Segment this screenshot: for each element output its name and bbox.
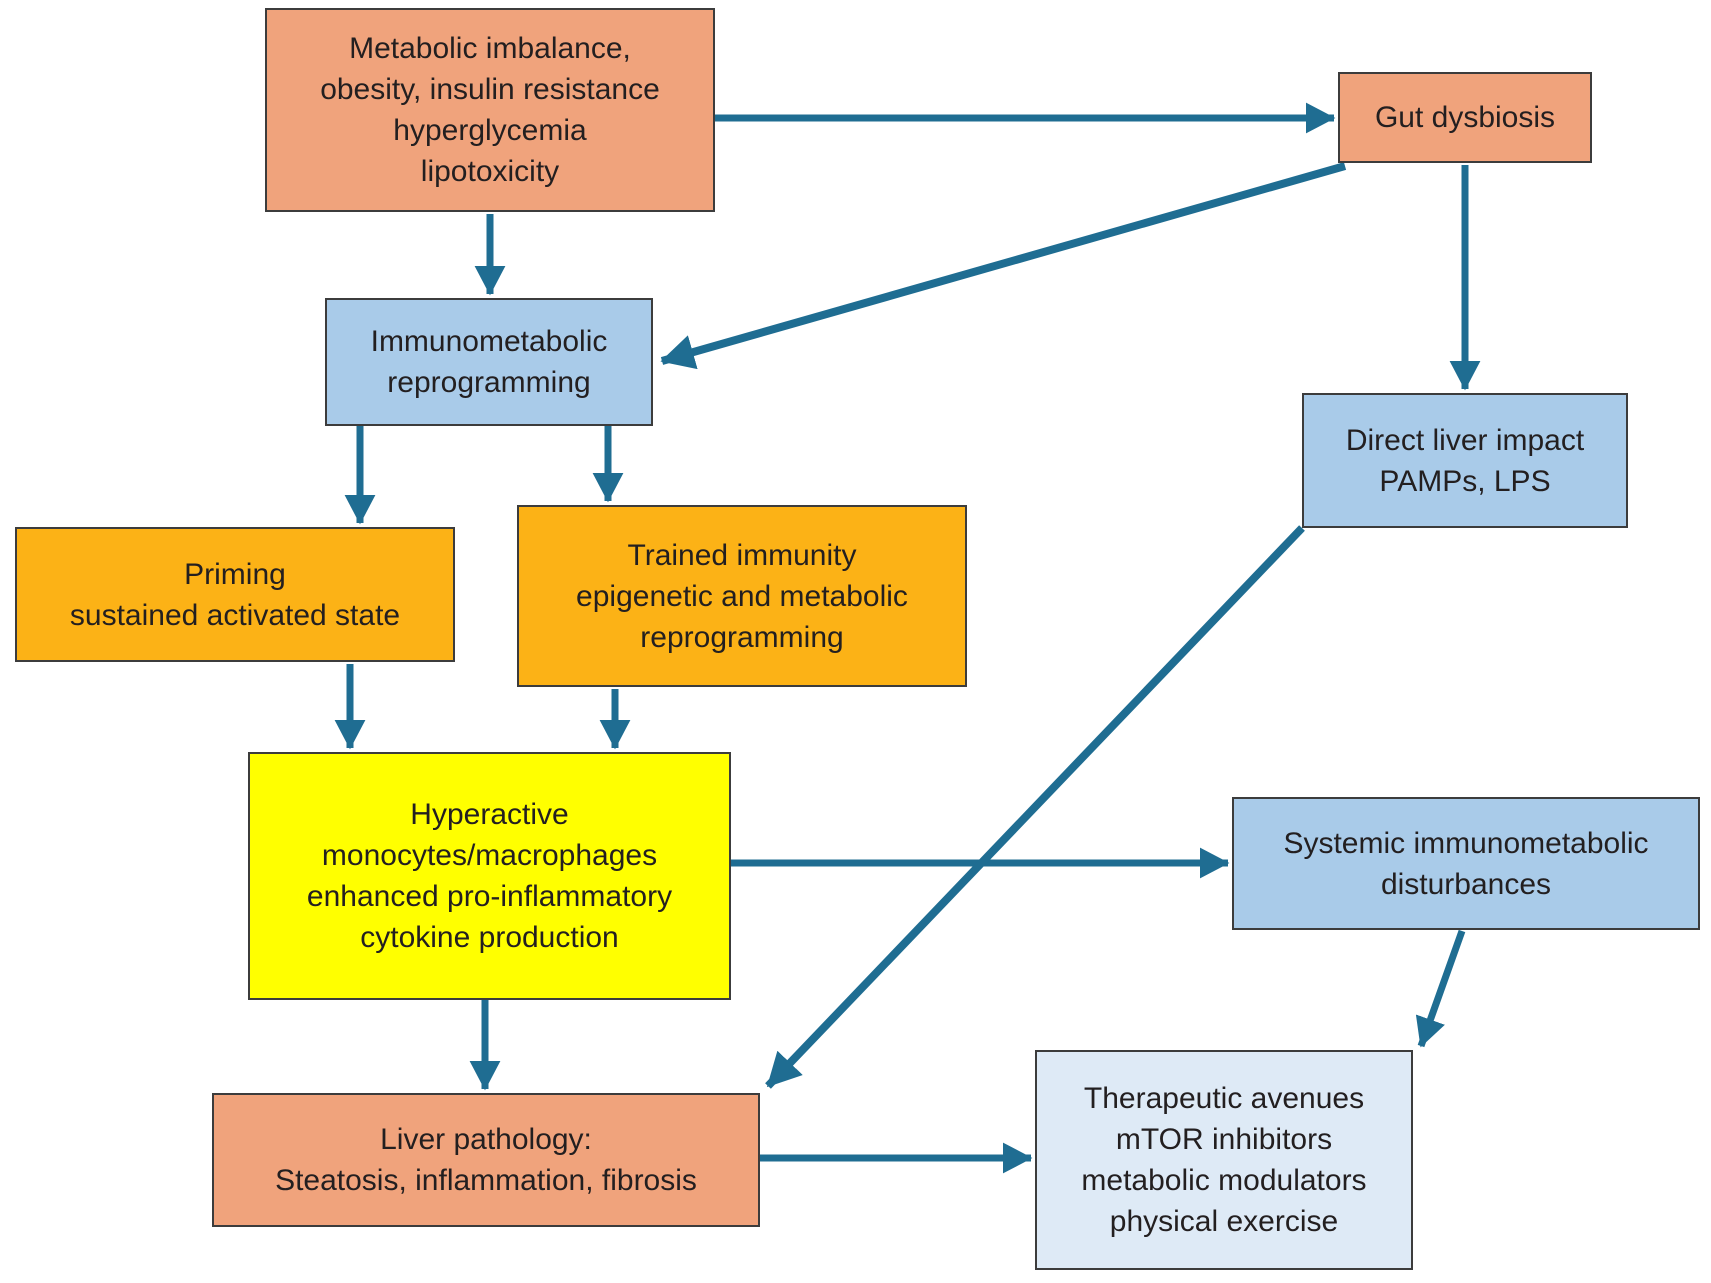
node-trained-immunity: Trained immunity epigenetic and metaboli… [517,505,967,687]
node-trained-immunity-label: Trained immunity epigenetic and metaboli… [576,538,908,654]
node-direct-liver-impact: Direct liver impact PAMPs, LPS [1302,393,1628,528]
node-systemic-disturbances-label: Systemic immunometabolic disturbances [1283,826,1649,901]
node-liver-pathology: Liver pathology: Steatosis, inflammation… [212,1093,760,1227]
node-immunometabolic-reprogramming-label: Immunometabolic reprogramming [370,325,608,399]
node-gut-dysbiosis-label: Gut dysbiosis [1374,101,1556,134]
node-metabolic-imbalance-label: Metabolic imbalance, obesity, insulin re… [320,32,660,188]
node-liver-pathology-label: Liver pathology: Steatosis, inflammation… [275,1123,697,1197]
node-systemic-disturbances: Systemic immunometabolic disturbances [1232,797,1700,930]
node-priming: Priming sustained activated state [15,527,455,662]
node-metabolic-imbalance: Metabolic imbalance, obesity, insulin re… [265,8,715,212]
node-hyperactive-monocytes-label: Hyperactive monocytes/macrophages enhanc… [306,798,673,954]
node-priming-label: Priming sustained activated state [69,557,401,632]
node-hyperactive-monocytes: Hyperactive monocytes/macrophages enhanc… [248,752,731,1000]
node-immunometabolic-reprogramming: Immunometabolic reprogramming [325,298,653,426]
node-therapeutic-avenues: Therapeutic avenues mTOR inhibitors meta… [1035,1050,1413,1270]
arrow-gut-to-immuno [660,162,1347,370]
node-direct-liver-impact-label: Direct liver impact PAMPs, LPS [1345,423,1585,498]
node-therapeutic-avenues-label: Therapeutic avenues mTOR inhibitors meta… [1081,1082,1367,1238]
arrow-systemic-to-therapeutic [1415,929,1466,1048]
node-gut-dysbiosis: Gut dysbiosis [1338,72,1592,163]
